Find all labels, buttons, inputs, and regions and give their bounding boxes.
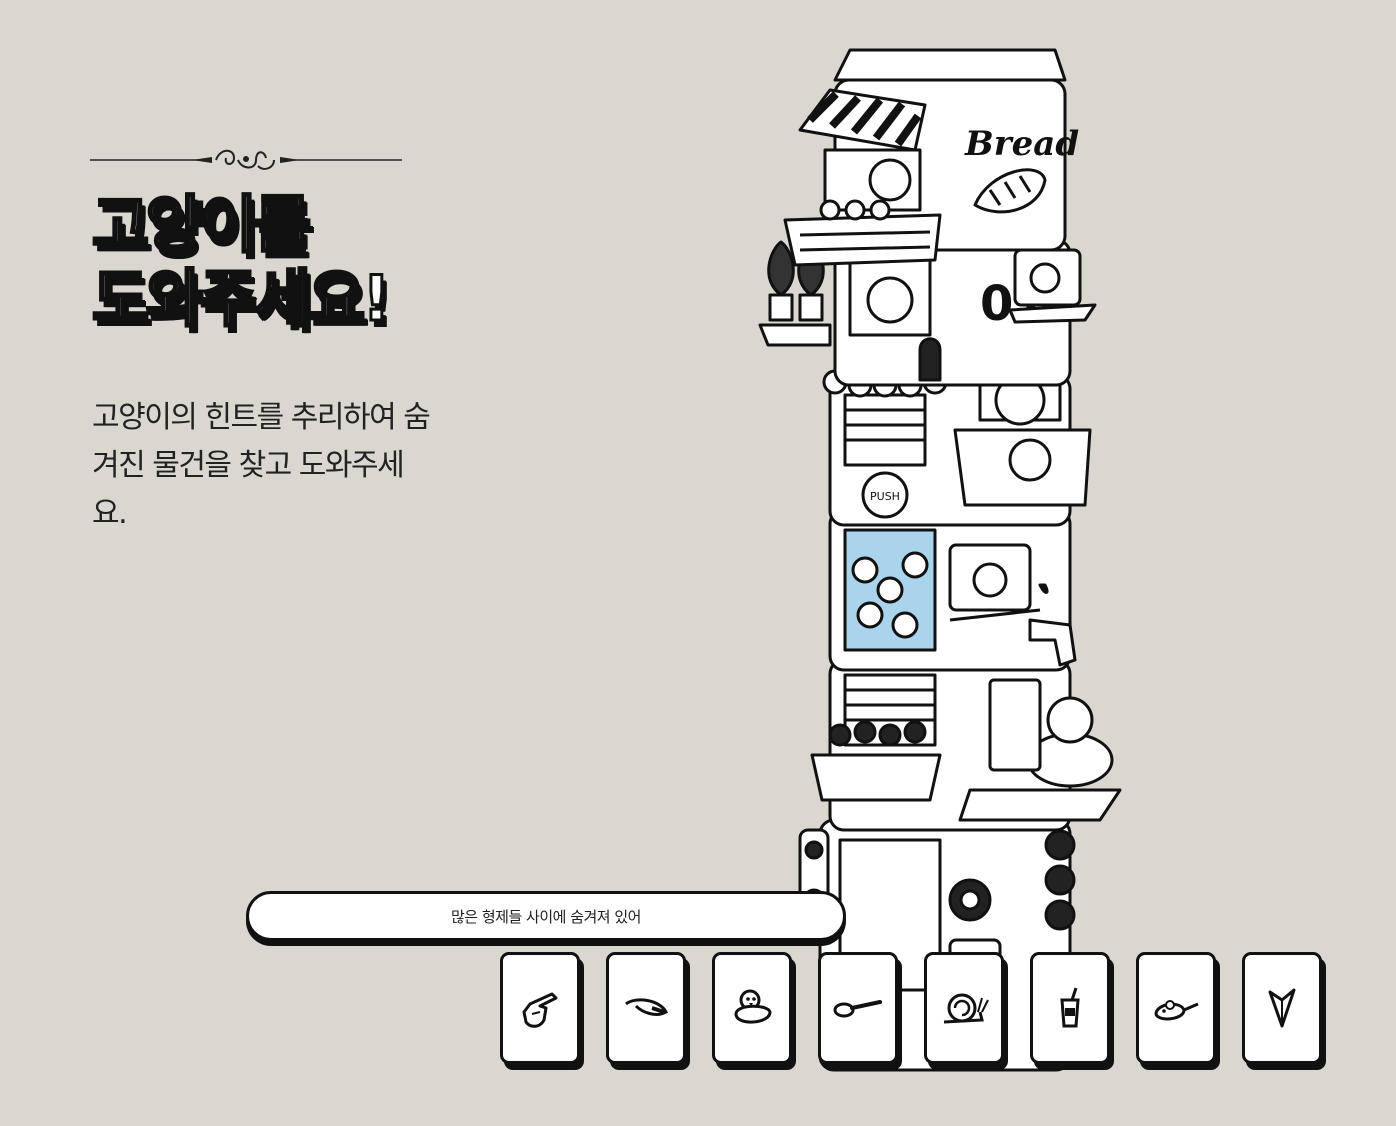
item-card-paper-plane[interactable] (1242, 952, 1322, 1064)
chick-icon (734, 989, 772, 1024)
item-card-pointing-hand[interactable] (500, 952, 580, 1064)
game-description: 고양이의 힌트를 추리하여 숨겨진 물건을 찾고 도와주세요. (92, 400, 431, 531)
leaf-icon (625, 998, 668, 1016)
item-card-chick[interactable] (712, 952, 792, 1064)
drink-cup-icon (1060, 987, 1080, 1028)
paper-plane-icon (1268, 988, 1296, 1028)
page-title: 고양이를 도와주세요! (90, 187, 391, 337)
item-card-snail[interactable] (924, 952, 1004, 1064)
bread-sign: Bread (964, 124, 1079, 164)
ornament-divider (90, 149, 402, 170)
push-button-label: PUSH (870, 490, 900, 503)
item-card-drink-cup[interactable] (1030, 952, 1110, 1064)
spoon-icon (833, 1000, 882, 1018)
item-card-leaf[interactable] (606, 952, 686, 1064)
item-card-spoon[interactable] (818, 952, 898, 1064)
hint-text: 많은 형제들 사이에 숨겨져 있어 (451, 907, 641, 926)
pointing-hand-icon (522, 992, 558, 1028)
cat-tower-illustration[interactable]: PUSH 07 Bread (740, 20, 1160, 1090)
title-line-2: 도와주세요! (90, 261, 391, 337)
mouse-toy-icon (1154, 1000, 1199, 1021)
item-card-mouse-toy[interactable] (1136, 952, 1216, 1064)
title-line-1: 고양이를 (90, 187, 312, 263)
hint-bar: 많은 형제들 사이에 숨겨져 있어 (246, 891, 846, 941)
snail-icon (943, 993, 989, 1024)
